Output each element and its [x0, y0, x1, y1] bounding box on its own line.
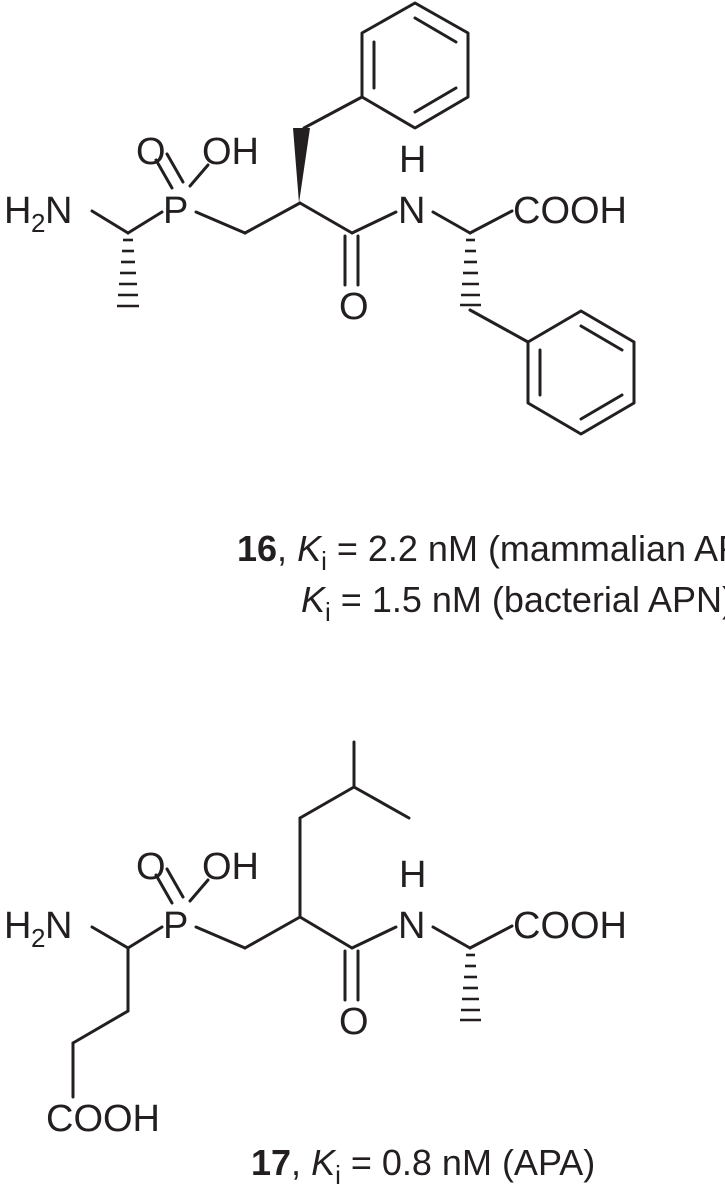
compound-16-benzyl-bond-bottom [468, 308, 530, 344]
compound-16-hashed-methyl-bond [117, 238, 139, 308]
compound-16-nh2-n: N [45, 190, 72, 232]
compound-17-isobutyl-bond-2 [298, 785, 356, 820]
compound-16-amide-h: H [399, 139, 426, 181]
compound-17-side-chain-bond-2 [71, 1009, 130, 1045]
compound-17-amide-h: H [399, 854, 426, 896]
compound-16-benzyl-bond-top [302, 95, 364, 130]
compound-17-amide-n: N [398, 905, 425, 947]
compound-16-phosphinyl-o: O [136, 131, 166, 173]
compound-16-hashed-benzyl-bond [460, 238, 481, 307]
compound-17-cooh: COOH [513, 905, 627, 947]
compound-17-bond-c1-p [126, 925, 164, 950]
compound-17-bond-p-ch2 [194, 925, 247, 950]
compound-17-bond-n-ca [431, 925, 472, 950]
compound-17-side-chain-cooh: COOH [46, 1098, 160, 1140]
compound-16-caption-line-1: 16, Ki = 2.2 nM (mammalian APN) [237, 528, 725, 576]
compound-17-k-subscript: i [335, 1160, 341, 1190]
compound-16-structure: H 2 N O OH P H N O COOH [4, 1, 636, 436]
compound-17-phosphorus: P [163, 905, 188, 947]
compound-16-bond-n-c1 [90, 209, 130, 235]
compound-16-amide-n: N [398, 190, 425, 232]
compound-16-p-o-double-1 [154, 158, 174, 190]
compound-17-bond-n-c1 [90, 925, 130, 950]
compound-16-nh2-h: H [4, 190, 31, 232]
compound-16-nh2-subscript: 2 [31, 208, 45, 238]
compound-16-k-symbol-1: K [297, 528, 323, 569]
compound-17-p-o-double-2 [165, 867, 185, 899]
compound-17-bond-ca-cooh [468, 924, 514, 950]
compound-16-bottom-phenyl-ring [526, 309, 636, 436]
compound-17-nh2-h: H [4, 905, 31, 947]
compound-16-phosphorus: P [163, 190, 188, 232]
compound-17-comma: , [291, 1142, 311, 1183]
compound-17-p-oh-bond [188, 878, 210, 903]
compound-16-number: 16 [237, 528, 277, 569]
compound-17-phosphinyl-oh: OH [202, 846, 259, 888]
compound-16-value-bacterial: = 1.5 nM (bacterial APN) [331, 579, 725, 620]
compound-16-bond-p-ch2 [194, 210, 247, 235]
compound-16-phosphinyl-oh: OH [202, 131, 259, 173]
compound-17-phosphinyl-o: O [136, 846, 166, 888]
compound-17-number: 17 [251, 1142, 291, 1183]
compound-17-nh2-n: N [45, 905, 72, 947]
compound-16-cooh: COOH [513, 190, 627, 232]
compound-16-k-symbol-2: K [301, 579, 327, 620]
compound-16-p-oh-bond [188, 163, 210, 188]
compound-17-bond-co-n [350, 925, 398, 950]
compound-16-caption-line-2: Ki = 1.5 nM (bacterial APN) [301, 579, 725, 627]
compound-16-bond-ch2-c [243, 201, 302, 235]
compound-16-p-o-double-2 [165, 152, 185, 184]
compound-16-top-phenyl-ring [360, 1, 470, 130]
compound-17-hashed-methyl-bond [460, 953, 481, 1022]
compound-16-k-subscript-2: i [325, 597, 331, 627]
compound-17-value-apa: = 0.8 nM (APA) [341, 1142, 595, 1183]
compound-16-bond-c1-p [126, 210, 164, 235]
compound-16-wedge-bond [293, 128, 310, 203]
compound-17-structure: H 2 N O OH P H N O COOH COOH [4, 740, 627, 1140]
compound-17-carbonyl-o: O [339, 1001, 369, 1043]
compound-16-bond-ca-cooh [468, 209, 514, 235]
compound-17-p-o-double-1 [154, 873, 174, 905]
compound-16-carbonyl-o: O [339, 286, 369, 328]
compound-17-bond-c-co [298, 915, 354, 950]
compound-17-caption: 17, Ki = 0.8 nM (APA) [251, 1142, 595, 1190]
compound-16-k-subscript-1: i [321, 546, 327, 576]
compound-16-bond-co-n [350, 210, 398, 235]
compound-16-bond-c-co [298, 201, 354, 235]
compound-17-nh2-subscript: 2 [31, 923, 45, 953]
compound-16-comma: , [277, 528, 297, 569]
compound-16-value-mammalian: = 2.2 nM (mammalian APN) [327, 528, 725, 569]
compound-17-bond-ch2-c [243, 915, 302, 950]
compound-17-isobutyl-bond-4 [352, 785, 411, 820]
compound-16-bond-n-ca [431, 210, 472, 235]
compound-17-k-symbol: K [311, 1142, 337, 1183]
